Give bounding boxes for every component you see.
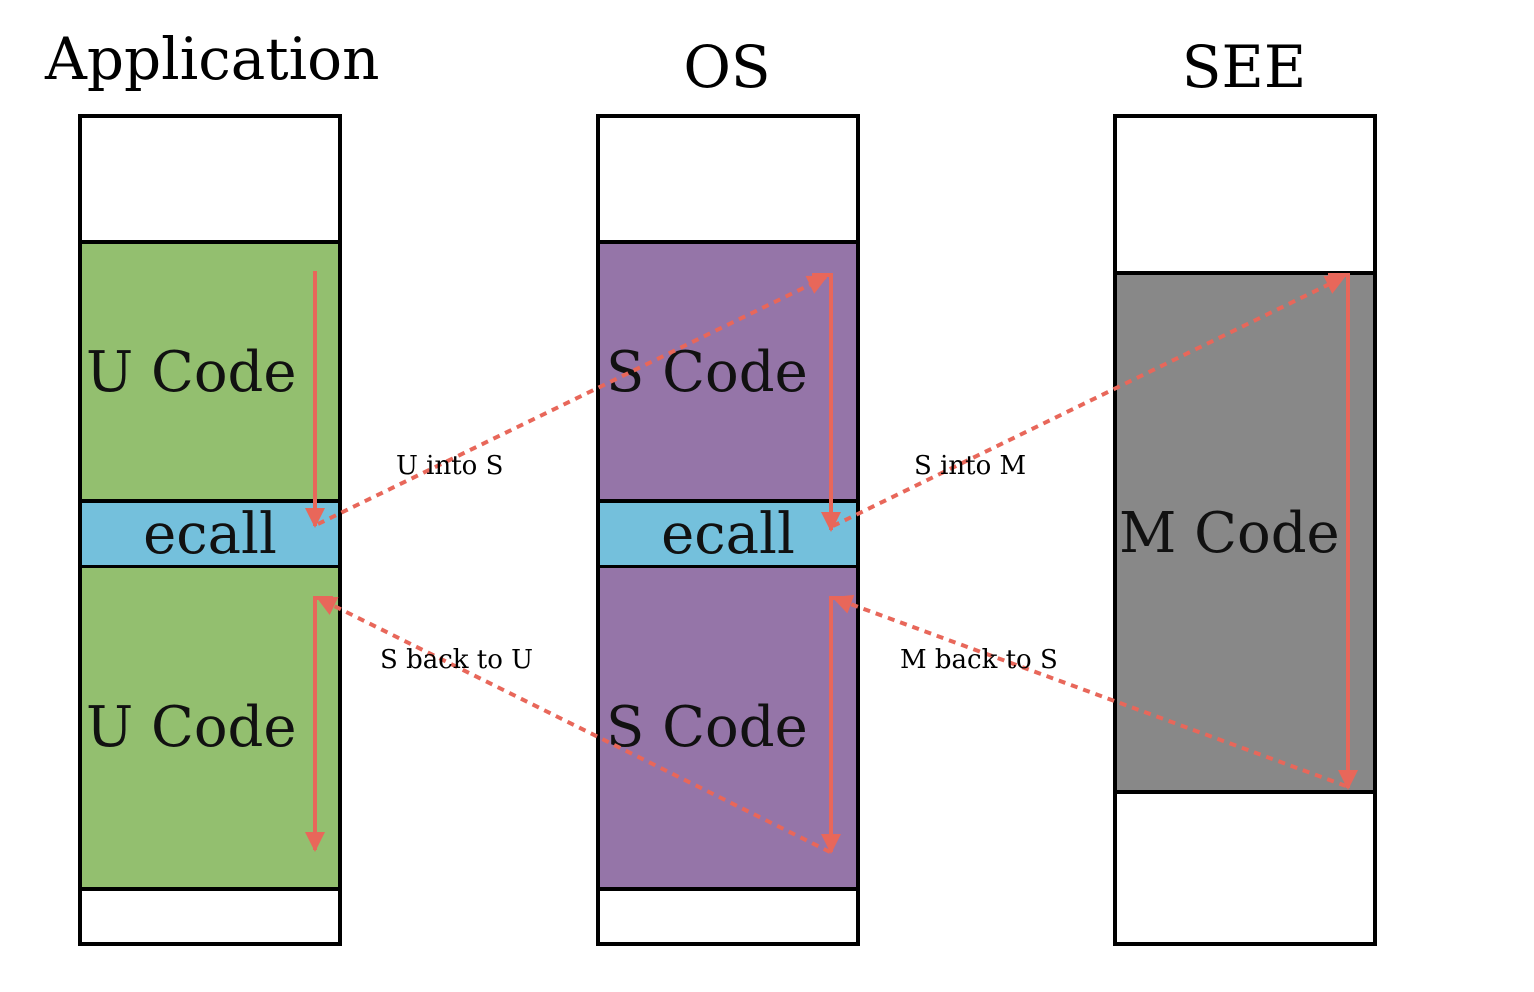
application-title: Application (45, 25, 380, 93)
application-u-code-bottom (82, 568, 338, 891)
os-ecall-region: ecall (600, 499, 856, 569)
s-back-to-u-label: S back to U (380, 645, 534, 675)
application-ecall-region: ecall (82, 499, 338, 569)
os-ecall-label: ecall (661, 502, 795, 567)
application-u-code-top-label: U Code (86, 340, 297, 405)
u-into-s-label: U into S (396, 451, 504, 481)
os-stack: ecall S Code S Code (596, 114, 860, 946)
see-m-code-label: M Code (1119, 501, 1340, 566)
s-into-m-label: S into M (914, 451, 1027, 481)
os-s-code-bottom-label: S Code (606, 695, 808, 760)
see-title: SEE (1181, 33, 1307, 101)
see-stack: M Code (1113, 114, 1377, 946)
os-s-code-top-label: S Code (606, 340, 808, 405)
application-stack: ecall U Code U Code (78, 114, 342, 946)
application-ecall-label: ecall (143, 502, 277, 567)
application-u-code-bottom-label: U Code (86, 695, 297, 760)
os-title: OS (683, 33, 771, 101)
m-back-to-s-label: M back to S (900, 645, 1058, 675)
application-u-code-top (82, 240, 338, 504)
